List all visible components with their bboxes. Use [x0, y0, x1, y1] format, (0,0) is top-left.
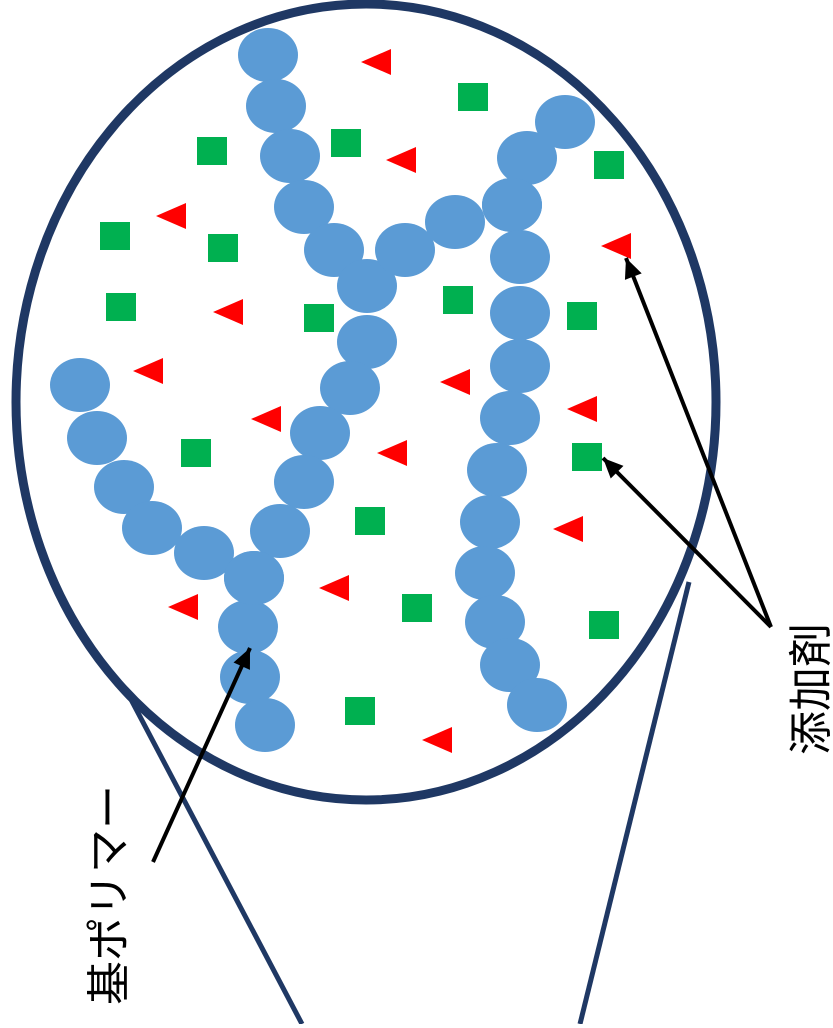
polymer-bead	[480, 638, 540, 692]
additive-triangle	[361, 49, 391, 75]
additive-square	[572, 443, 602, 471]
polymer-bead	[238, 28, 298, 82]
polymer-bead	[507, 678, 567, 732]
base-polymer-label: 基ポリマー	[84, 785, 135, 1005]
additive-triangle	[567, 396, 597, 422]
polymer-bead	[497, 131, 557, 185]
polymer-bead	[337, 259, 397, 313]
additive-square	[208, 234, 238, 262]
additive-square	[331, 129, 361, 157]
arrow-additive-square-head	[603, 458, 624, 479]
polymer-bead	[67, 411, 127, 465]
polymer-bead	[260, 129, 320, 183]
polymer-bead	[337, 315, 397, 369]
additive-square	[106, 293, 136, 321]
polymer-bead	[490, 286, 550, 340]
zoom-line-right	[577, 581, 692, 1025]
additive-triangle	[156, 203, 186, 229]
polymer-bead	[467, 443, 527, 497]
additive-square	[181, 439, 211, 467]
arrow-base-polymer-head	[233, 648, 250, 670]
additive-triangle	[422, 727, 452, 753]
polymer-bead	[320, 361, 380, 415]
polymer-bead	[218, 600, 278, 654]
polymer-bead	[490, 230, 550, 284]
polymer-bead	[235, 698, 295, 752]
polymer-bead	[246, 79, 306, 133]
polymer-bead	[250, 504, 310, 558]
additive-label: 添加剤	[786, 623, 833, 755]
polymer-bead	[490, 339, 550, 393]
arrow-additive-square-shaft	[601, 456, 773, 629]
zoom-line-left	[123, 688, 305, 1026]
additive-triangle	[553, 516, 583, 542]
polymer-bead	[174, 526, 234, 580]
polymer-bead	[480, 391, 540, 445]
additive-square	[345, 697, 375, 725]
polymer-bead	[535, 95, 595, 149]
additive-triangle	[133, 358, 163, 384]
polymer-bead	[482, 178, 542, 232]
polymer-bead	[224, 551, 284, 605]
polymer-bead	[425, 195, 485, 249]
polymer-bead	[460, 495, 520, 549]
additive-square	[458, 83, 488, 111]
additive-square	[100, 222, 130, 250]
additive-triangle	[251, 406, 281, 432]
additive-square	[594, 151, 624, 179]
additive-square	[304, 304, 334, 332]
arrow-additive-triangle-head	[624, 258, 642, 280]
additive-square	[589, 611, 619, 639]
polymer-bead	[220, 650, 280, 704]
polymer-bead	[94, 460, 154, 514]
additive-square	[567, 302, 597, 330]
polymer-bead	[455, 546, 515, 600]
polymer-bead	[290, 406, 350, 460]
additive-triangle	[319, 575, 349, 601]
additive-triangle	[213, 299, 243, 325]
additive-square	[197, 137, 227, 165]
arrow-base-polymer-shaft	[151, 647, 252, 863]
polymer-bead	[122, 501, 182, 555]
polymer-bead	[274, 180, 334, 234]
polymer-bead	[465, 595, 525, 649]
arrow-additive-triangle-shaft	[624, 257, 773, 628]
additive-square	[402, 594, 432, 622]
polymer-bead	[50, 358, 110, 412]
polymer-bead	[274, 455, 334, 509]
additive-triangle	[377, 440, 407, 466]
additive-square	[355, 507, 385, 535]
additive-square	[443, 286, 473, 314]
additive-triangle	[386, 147, 416, 173]
additive-triangle	[440, 369, 470, 395]
polymer-bead	[304, 223, 364, 277]
polymer-bead	[375, 223, 435, 277]
additive-triangle	[168, 594, 198, 620]
additive-triangle	[601, 233, 631, 259]
